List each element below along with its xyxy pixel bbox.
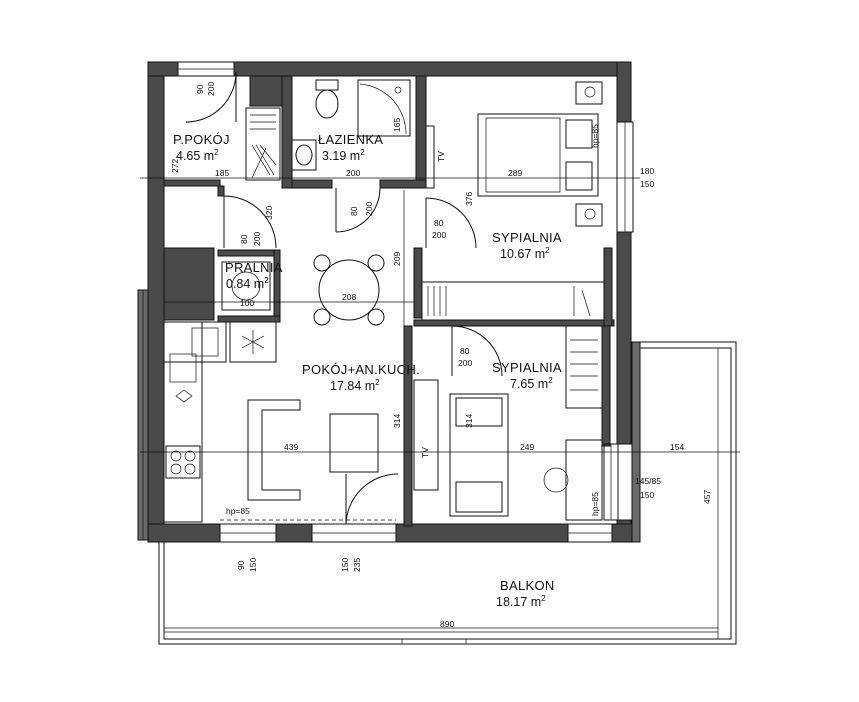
room-area-lazienka: 3.19 m2 <box>322 148 365 163</box>
room-name-sypialnia-2: SYPIALNIA <box>492 360 562 375</box>
dim-label: 154 <box>670 442 684 452</box>
doors <box>185 71 503 525</box>
dim-label: 376 <box>464 192 474 206</box>
dim-label: 90 <box>195 84 205 94</box>
dim-label: 150 <box>640 179 654 189</box>
room-name-p-pokoj: P.POKÓJ <box>173 132 230 147</box>
dim-label: 200 <box>364 202 374 216</box>
room-area-p-pokoj: 4.65 m2 <box>176 148 219 163</box>
dim-label: 439 <box>284 442 298 452</box>
interior-walls <box>163 75 615 527</box>
dim-label: hp=85 <box>590 124 600 148</box>
dim-label: 80 <box>349 206 359 216</box>
room-name-lazienka: ŁAZIENKA <box>318 132 383 147</box>
dim-label: TV <box>436 151 446 162</box>
room-area-balkon: 18.17 m2 <box>496 594 546 609</box>
dim-label: hp=85 <box>590 492 600 516</box>
dim-label: hp=85 <box>226 506 250 516</box>
dim-label: 209 <box>392 252 402 266</box>
dim-label: 100 <box>240 298 254 308</box>
dim-label: 200 <box>432 230 446 240</box>
dim-label: 200 <box>206 82 216 96</box>
dim-label: 165 <box>392 118 402 132</box>
dimension-labels: 90 200 272 185 200 165 TV 289 180 150 hp… <box>170 82 712 629</box>
dim-label: 208 <box>342 292 356 302</box>
dim-label: 150 <box>248 558 258 572</box>
exterior-walls <box>137 61 633 543</box>
dim-label: 289 <box>508 168 522 178</box>
dim-label: TV <box>420 447 430 458</box>
dim-label: 80 <box>460 346 470 356</box>
dim-label: 145/85 <box>635 476 661 486</box>
dim-label: 200 <box>346 168 360 178</box>
dim-label: 200 <box>458 358 472 368</box>
balcony-outline <box>158 341 737 645</box>
dim-label: 235 <box>352 558 362 572</box>
room-name-pokoj-kuch: POKÓJ+AN.KUCH. <box>302 362 420 377</box>
room-area-pokoj-kuch: 17.84 m2 <box>330 378 380 393</box>
dim-label: 314 <box>392 414 402 428</box>
room-area-sypialnia-2: 7.65 m2 <box>510 376 553 391</box>
room-name-balkon: BALKON <box>500 578 555 593</box>
dim-label: 249 <box>520 442 534 452</box>
dim-label: 80 <box>239 234 249 244</box>
dim-label: 272 <box>170 159 180 173</box>
dim-label: 320 <box>264 206 274 220</box>
dim-label: 185 <box>215 168 229 178</box>
dim-label: 150 <box>640 490 654 500</box>
dim-label: 890 <box>440 619 454 629</box>
room-name-pralnia: PRALNIA <box>225 260 283 275</box>
dim-label: 180 <box>640 166 654 176</box>
dim-label: 200 <box>252 232 262 246</box>
dim-label: 80 <box>434 218 444 228</box>
dim-label: 150 <box>340 558 350 572</box>
room-labels: P.POKÓJ 4.65 m2 ŁAZIENKA 3.19 m2 PRALNIA… <box>173 132 562 609</box>
room-area-pralnia: 0.84 m2 <box>226 276 269 291</box>
dim-label: 314 <box>464 414 474 428</box>
dim-label: 457 <box>702 490 712 504</box>
dim-label: 90 <box>236 560 246 570</box>
windows <box>177 61 634 543</box>
room-name-sypialnia-1: SYPIALNIA <box>492 230 562 245</box>
dimension-lines <box>140 177 740 633</box>
room-area-sypialnia-1: 10.67 m2 <box>500 246 550 261</box>
furniture <box>163 79 605 523</box>
